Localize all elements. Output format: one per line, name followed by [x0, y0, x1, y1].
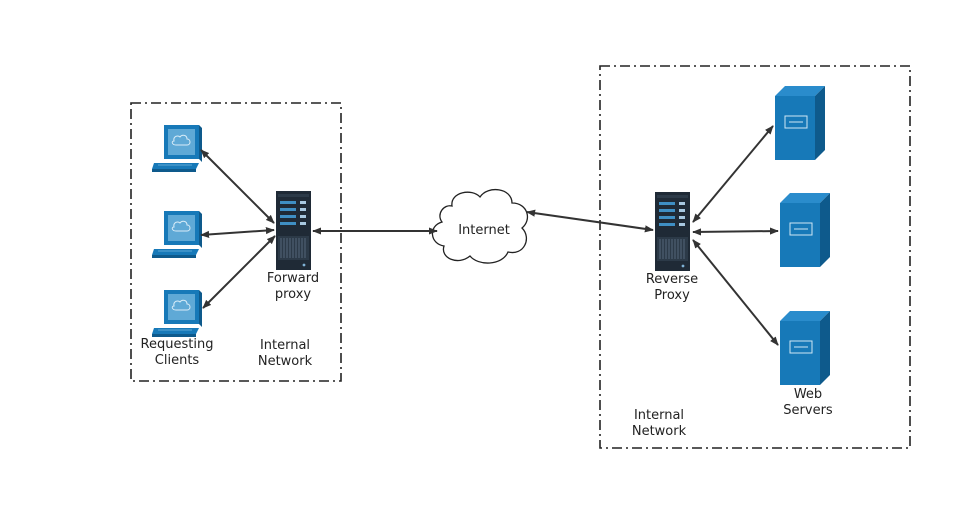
right-internal-network-label-line-2: Network [631, 424, 687, 439]
right-internal-network-zone [599, 65, 911, 449]
requesting-clients-label: Requesting Clients [132, 337, 222, 369]
forward-proxy-server-icon [275, 190, 312, 271]
forward-proxy-label-line-1: Forward [266, 271, 320, 286]
web-servers-label-line-2: Servers [783, 403, 833, 418]
left-internal-network-label: Internal Network [249, 338, 321, 370]
left-internal-network-label-line-1: Internal [259, 338, 311, 353]
client-1-to-forward-proxy-arrow [200, 149, 275, 224]
client-computer-icon-3 [151, 289, 203, 338]
reverse-proxy-to-web-server-3-arrow [692, 239, 779, 346]
requesting-clients-label-line-2: Clients [154, 353, 200, 368]
internet-to-reverse-proxy-arrow [526, 209, 654, 233]
reverse-proxy-to-web-server-2-arrow [692, 227, 779, 236]
web-servers-label: Web Servers [772, 387, 844, 419]
web-servers-label-line-1: Web [793, 387, 823, 402]
reverse-proxy-label: Reverse Proxy [632, 272, 712, 304]
web-server-icon-2 [779, 192, 831, 268]
reverse-proxy-label-line-1: Reverse [645, 272, 699, 287]
forward-proxy-label: Forward proxy [252, 271, 334, 303]
left-internal-network-zone [130, 102, 342, 382]
client-computer-icon-2 [151, 210, 203, 259]
web-server-icon-3 [779, 310, 831, 386]
forward-proxy-label-line-2: proxy [274, 287, 312, 302]
right-internal-network-label-line-1: Internal [633, 408, 685, 423]
client-3-to-forward-proxy-arrow [202, 235, 276, 309]
right-internal-network-label: Internal Network [623, 408, 695, 440]
left-internal-network-label-line-2: Network [257, 354, 313, 369]
web-server-icon-1 [774, 85, 826, 161]
reverse-proxy-server-icon [654, 191, 691, 272]
client-2-to-forward-proxy-arrow [200, 226, 275, 239]
reverse-proxy-label-line-2: Proxy [654, 288, 690, 303]
internet-label: Internet [458, 223, 510, 238]
reverse-proxy-to-web-server-1-arrow [692, 125, 774, 223]
client-computer-icon-1 [151, 124, 203, 173]
requesting-clients-label-line-1: Requesting [140, 337, 214, 352]
